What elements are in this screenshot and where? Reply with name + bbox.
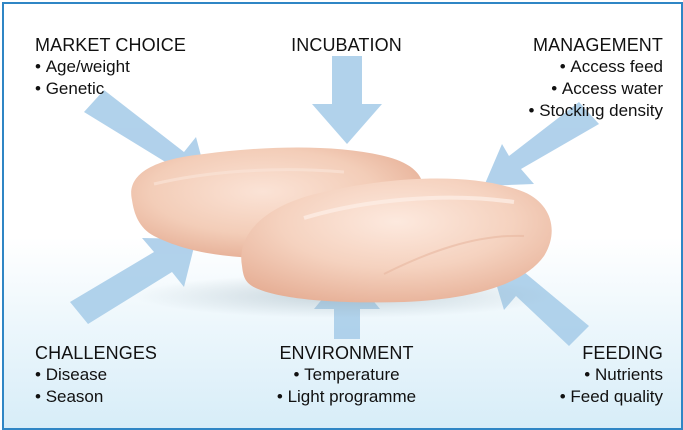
list-item: Nutrients [560,364,663,386]
market-choice-title: MARKET CHOICE [35,34,186,56]
group-environment: ENVIRONMENT Temperature Light programme [259,342,434,408]
group-management: MANAGEMENT Access feed Access water Stoc… [529,34,663,122]
group-incubation: INCUBATION [274,34,419,56]
incubation-title: INCUBATION [274,34,419,56]
list-item: Access water [529,78,663,100]
environment-list: Temperature Light programme [259,364,434,408]
group-feeding: FEEDING Nutrients Feed quality [560,342,663,408]
list-item: Genetic [35,78,186,100]
list-item: Disease [35,364,157,386]
environment-title: ENVIRONMENT [259,342,434,364]
group-challenges: CHALLENGES Disease Season [35,342,157,408]
market-choice-list: Age/weight Genetic [35,56,186,100]
arrow-challenges [70,238,196,324]
arrow-incubation [312,56,382,144]
list-item: Light programme [259,386,434,408]
list-item: Season [35,386,157,408]
list-item: Stocking density [529,100,663,122]
challenges-list: Disease Season [35,364,157,408]
list-item: Feed quality [560,386,663,408]
list-item: Temperature [259,364,434,386]
management-title: MANAGEMENT [529,34,663,56]
list-item: Access feed [529,56,663,78]
management-list: Access feed Access water Stocking densit… [529,56,663,122]
group-market-choice: MARKET CHOICE Age/weight Genetic [35,34,186,100]
feeding-list: Nutrients Feed quality [560,364,663,408]
challenges-title: CHALLENGES [35,342,157,364]
feeding-title: FEEDING [560,342,663,364]
list-item: Age/weight [35,56,186,78]
